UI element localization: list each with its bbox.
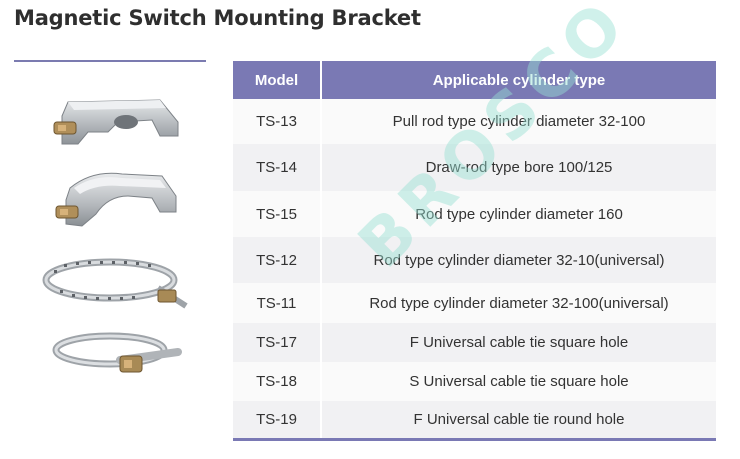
table-row: TS-13 Pull rod type cylinder diameter 32… xyxy=(233,99,716,144)
cable-tie-square-hole-image xyxy=(42,258,188,309)
model-cell: TS-13 xyxy=(233,99,320,144)
table-row: TS-15 Rod type cylinder diameter 160 xyxy=(233,191,716,237)
type-cell: S Universal cable tie square hole xyxy=(322,362,716,401)
header-cylinder-type: Applicable cylinder type xyxy=(322,61,716,99)
type-cell: F Universal cable tie round hole xyxy=(322,401,716,438)
page-title: Magnetic Switch Mounting Bracket xyxy=(14,6,421,30)
table-row: TS-18 S Universal cable tie square hole xyxy=(233,362,716,401)
model-table: Model Applicable cylinder type TS-13 Pul… xyxy=(233,61,716,441)
type-cell: Pull rod type cylinder diameter 32-100 xyxy=(322,99,716,144)
title-divider xyxy=(14,60,206,62)
bracket-clamp-image xyxy=(53,99,179,145)
type-cell: Rod type cylinder diameter 160 xyxy=(322,191,716,237)
header-model: Model xyxy=(233,61,320,99)
model-cell: TS-12 xyxy=(233,237,320,283)
bracket-clamp-image xyxy=(55,172,177,227)
model-cell: TS-14 xyxy=(233,144,320,191)
table-row: TS-19 F Universal cable tie round hole xyxy=(233,401,716,438)
type-cell: Rod type cylinder diameter 32-100(univer… xyxy=(322,283,716,323)
table-bottom-rule xyxy=(233,438,716,441)
cable-tie-round-hole-image xyxy=(52,332,182,373)
table-row: TS-17 F Universal cable tie square hole xyxy=(233,323,716,362)
table-row: TS-14 Draw-rod type bore 100/125 xyxy=(233,144,716,191)
table-row: TS-12 Rod type cylinder diameter 32-10(u… xyxy=(233,237,716,283)
type-cell: F Universal cable tie square hole xyxy=(322,323,716,362)
model-cell: TS-11 xyxy=(233,283,320,323)
model-cell: TS-18 xyxy=(233,362,320,401)
model-cell: TS-15 xyxy=(233,191,320,237)
type-cell: Draw-rod type bore 100/125 xyxy=(322,144,716,191)
type-cell: Rod type cylinder diameter 32-10(univers… xyxy=(322,237,716,283)
table-header: Model Applicable cylinder type xyxy=(233,61,716,99)
model-cell: TS-19 xyxy=(233,401,320,438)
model-cell: TS-17 xyxy=(233,323,320,362)
table-row: TS-11 Rod type cylinder diameter 32-100(… xyxy=(233,283,716,323)
